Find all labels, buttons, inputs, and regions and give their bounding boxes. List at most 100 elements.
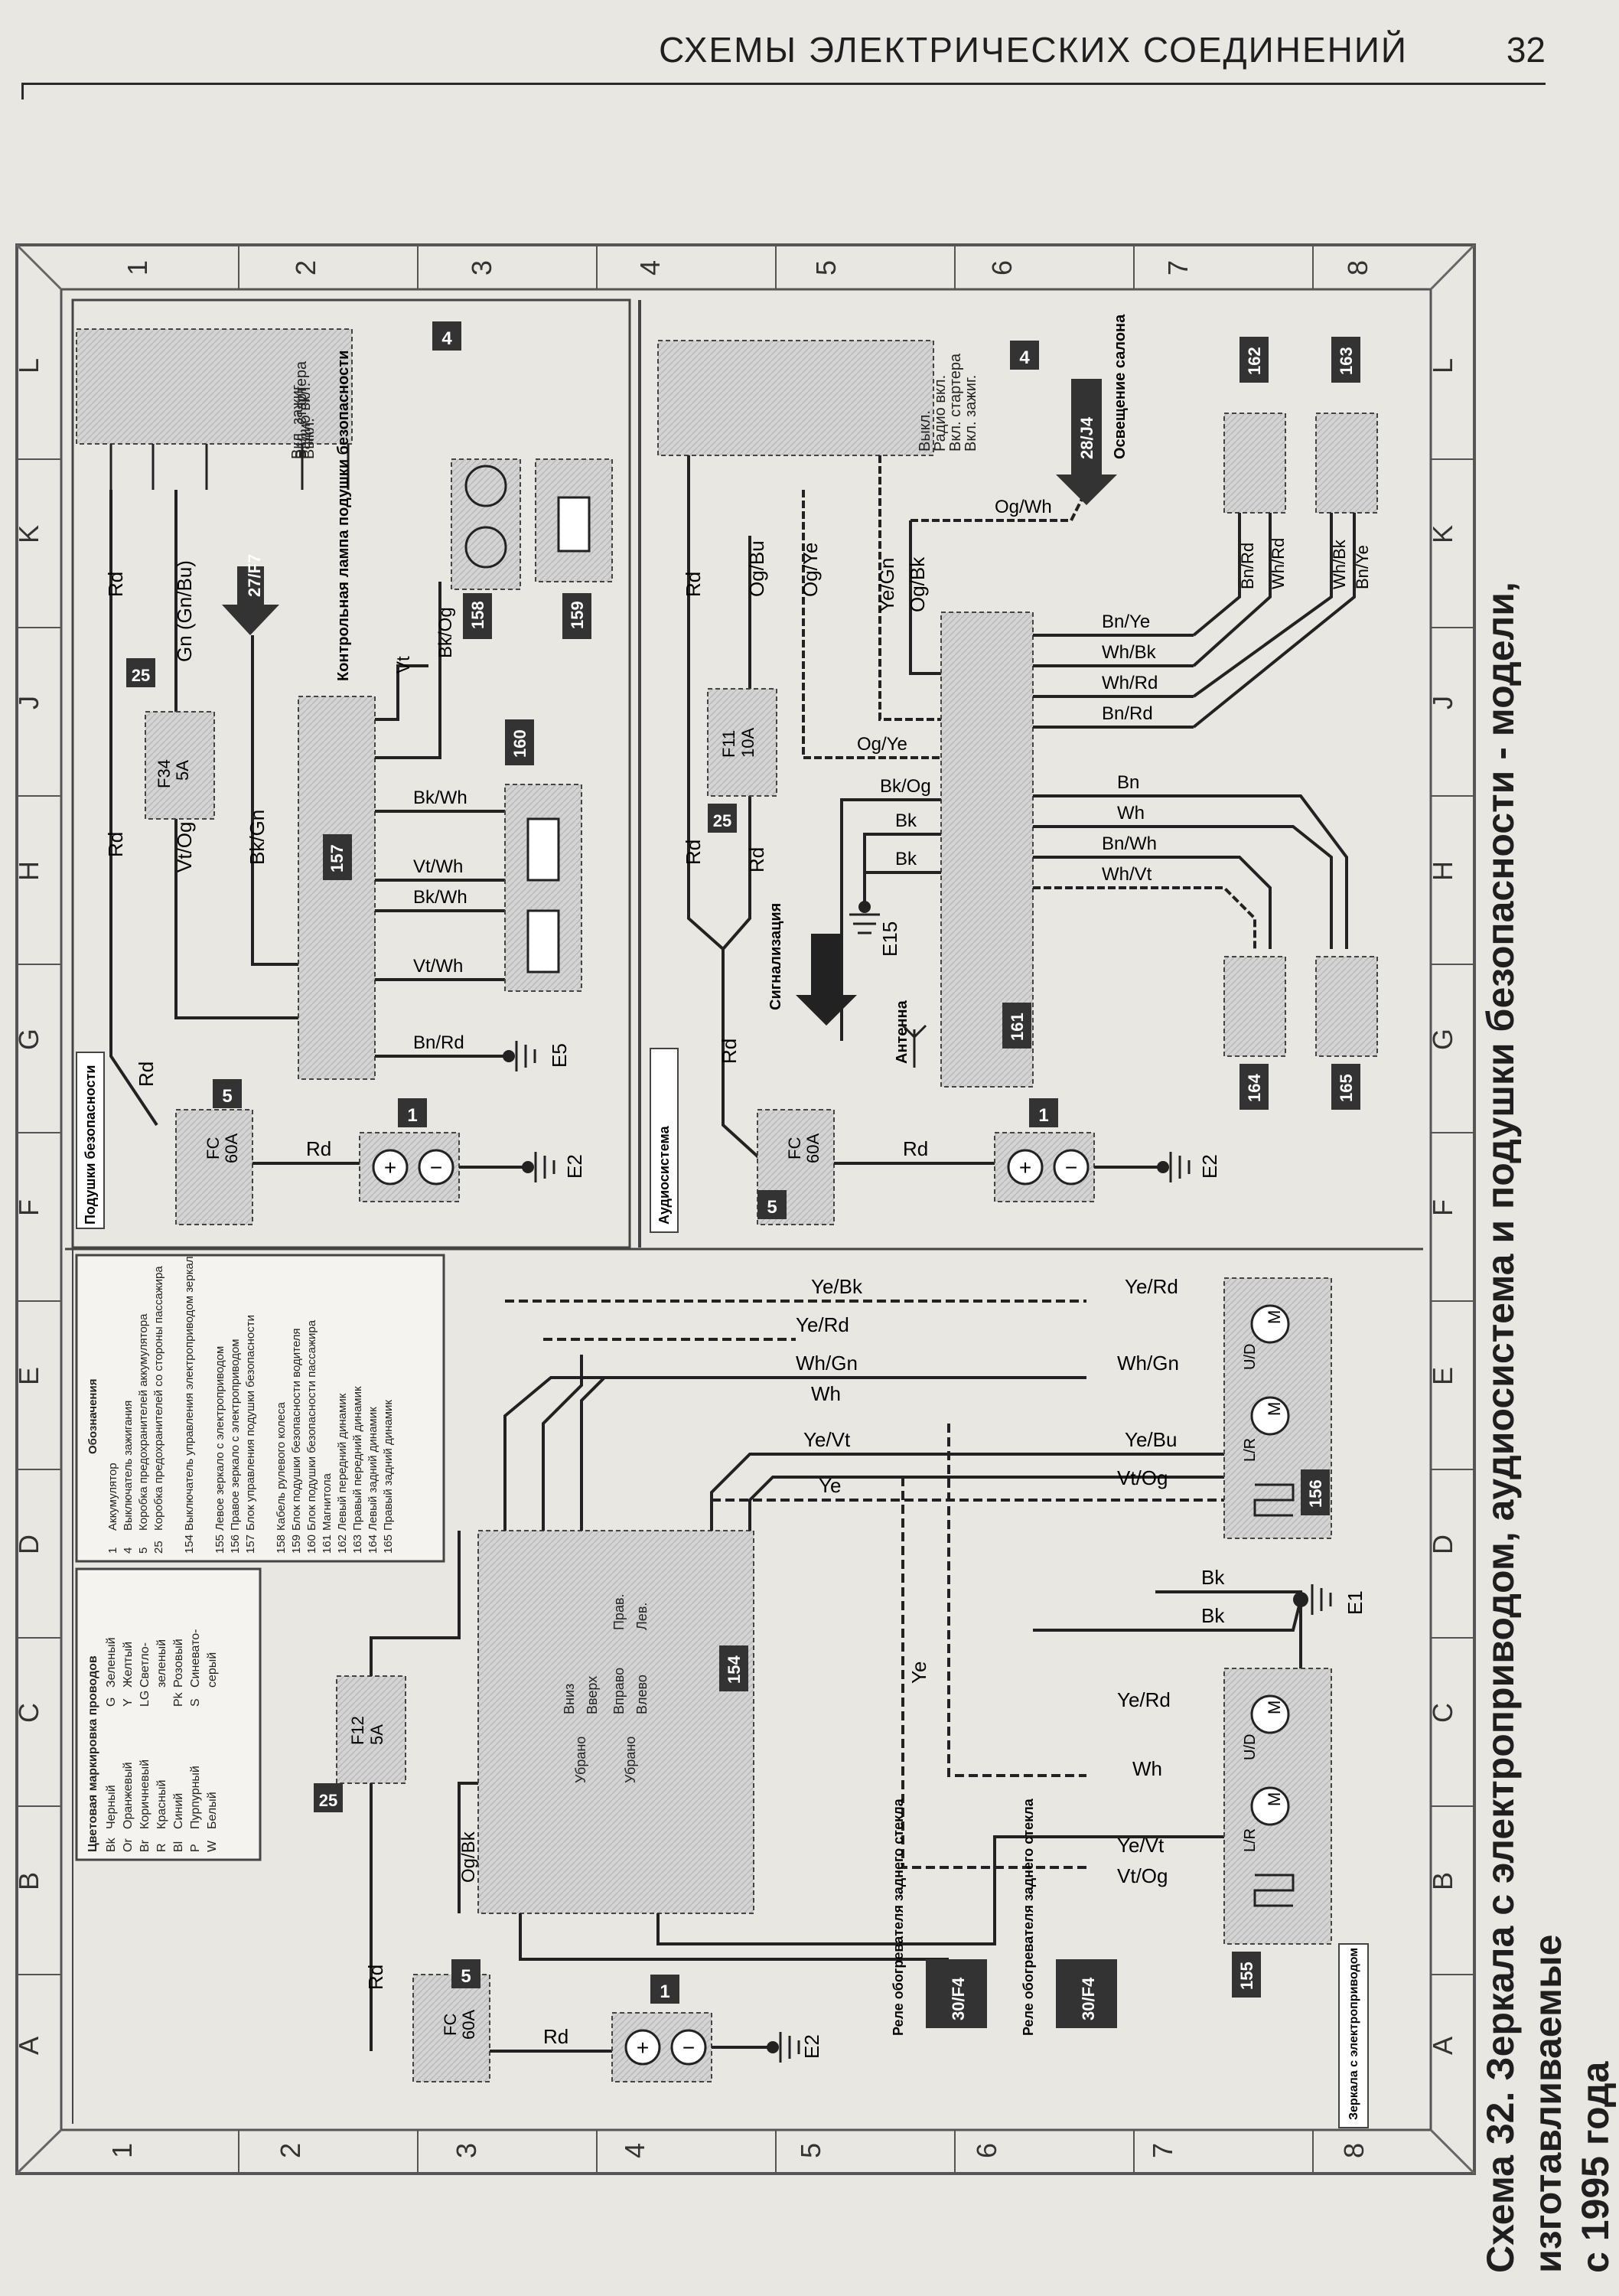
grid-col-H-right: H [1427,861,1458,881]
wire-yevt-2: Ye/Vt [1117,1834,1165,1857]
wire-wh-audio: Wh [1117,803,1145,823]
page-header: СХЕМЫ ЭЛЕКТРИЧЕСКИХ СОЕДИНЕНИЙ 32 [0,0,1599,107]
des-8-n: 157 [244,1534,257,1554]
des-15-n: 164 [366,1534,380,1554]
grid-col-G-left: G [13,1029,44,1050]
des-7-n: 156 [229,1534,242,1554]
grid-col-F-left: F [13,1199,44,1216]
wire-vtwh-1: Vt/Wh [413,856,463,877]
wire-rd-4: Rd [306,1137,331,1160]
a160-badge-label: 160 [510,729,529,758]
svg-text:+: + [384,1156,396,1179]
grid-row-4-bottom: 4 [619,2143,650,2158]
wire-yebu: Ye/Bu [1125,1428,1177,1451]
des-5-t: Выключатель управления электроприводом з… [183,1256,196,1531]
wire-bkwh-1: Bk/Wh [413,788,467,808]
wire-rd-audio-4: Rd [718,1039,741,1064]
c158-badge-label: 158 [468,601,487,629]
heater-note-1: Реле обогревателя заднего стекла [891,1798,906,2036]
wire-rd-2: Rd [104,832,127,857]
legend-name-bk: Черный [105,1785,118,1829]
des-8-t: Блок управления подушки безопасности [244,1315,257,1531]
ecu157-badge [323,834,352,880]
grid-row-6-top: 6 [986,260,1018,276]
m156-lr: L/R [1242,1438,1259,1462]
des-14-n: 163 [351,1534,364,1554]
legend-name-r: Красный [155,1780,168,1829]
fuse-fc-60a-top [175,1109,253,1225]
audio-section-label: Аудиосистема [656,1125,672,1225]
wire-vtog-1: Vt/Og [173,822,196,872]
wire-bkwh-2: Bk/Wh [413,887,467,908]
m156-badge-label: 156 [1306,1479,1325,1508]
des-4-t: Коробка предохранителей со стороны пасса… [152,1266,165,1531]
s162-badge-label: 162 [1245,347,1264,375]
grid-row-5-bottom: 5 [795,2143,826,2158]
legend-name-w: Белый [206,1792,219,1829]
fuse-fc-rating: 60A [222,1133,241,1163]
grid-col-D-left: D [13,1534,44,1554]
ref-30-f4-2: 30/F4 [1079,1977,1098,2020]
m155-badge-label: 155 [1237,1962,1256,1990]
battery-badge-label-top: 1 [407,1105,417,1126]
a159-badge [562,593,591,639]
ign-badge-audio [1010,341,1039,370]
ignition-switch-4-audio [657,340,934,456]
fuse-f12-rating: 5A [367,1724,386,1745]
battery-badge-audio [1029,1098,1058,1127]
wire-rd-audio-3: Rd [745,847,768,872]
r161-badge-label: 161 [1008,1013,1027,1041]
battery-badge-top [398,1098,427,1127]
wire-gngnbu: Gn (Gn/Bu) [173,560,196,662]
wire-whvt: Wh/Vt [1102,864,1152,885]
ground-e5: E5 [548,1043,571,1068]
wire-rd-3: Rd [135,1062,158,1087]
ignition-switch-4-top [76,328,353,445]
ign-pos-1: Вкл. зажиг. [289,383,306,459]
wire-bnrd-3: Bn/Rd [1238,543,1257,589]
grid-col-E-right: E [1427,1367,1458,1385]
des-16-t: Правый задний динамик [382,1400,395,1531]
wire-yebk: Ye/Bk [811,1275,863,1298]
wire-bkgn: Bk/Gn [246,810,269,865]
legend-code-lg: LG [138,1691,151,1707]
wire-vtog-2: Vt/Og [1117,1466,1168,1489]
fuse-box-badge [213,1079,242,1108]
grid-row-8-top: 8 [1342,260,1373,276]
heater-note-2: Реле обогревателя заднего стекла [1021,1798,1036,2036]
grid-row-2-top: 2 [290,260,321,276]
s163-badge-label: 163 [1337,347,1356,375]
speaker-162 [1223,413,1286,514]
airbag-section [71,298,631,1249]
fuse-f11-rating: 10A [738,728,757,758]
des-12-n: 161 [321,1534,334,1554]
legend-code-pk: Pk [172,1691,185,1707]
s165-badge-label: 165 [1337,1074,1356,1102]
m156-ud: U/D [1242,1344,1259,1370]
wire-rd-audio-1: Rd [682,572,705,597]
fuse-fc-label-audio: FC [785,1137,804,1159]
s165-badge [1331,1064,1360,1110]
caption-line-2: с 1995 года [1574,2061,1617,2273]
ground-e1: E1 [1344,1590,1367,1615]
wire-rd-mirror-1: Rd [364,1965,387,1990]
des-15-t: Левый задний динамик [366,1407,380,1531]
wire-bkog-2: Bk/Og [880,776,931,797]
sw154-badge [719,1645,748,1691]
ref-28-j4: 28/J4 [1077,416,1096,459]
wire-rd-audio-5: Rd [903,1137,928,1160]
grid-col-B-left: B [13,1872,44,1890]
grid-col-K-right: K [1427,525,1458,543]
ground-e15: E15 [878,921,901,957]
wire-whrd-2: Wh/Rd [1269,538,1288,589]
msw-right: Вправо [611,1668,627,1714]
wire-bkog-1: Bk/Og [435,607,456,658]
grid-row-8-bottom: 8 [1338,2143,1370,2158]
wire-ye-2: Ye [907,1662,930,1684]
ground-e2-top: E2 [563,1154,586,1179]
grid-row-6-bottom: 6 [971,2143,1002,2158]
speaker-163 [1315,413,1378,514]
battery-badge-label-mirror: 1 [660,1981,669,2002]
airbag-ecu-157 [298,696,376,1080]
fuse-f34-label: F34 [155,759,174,788]
